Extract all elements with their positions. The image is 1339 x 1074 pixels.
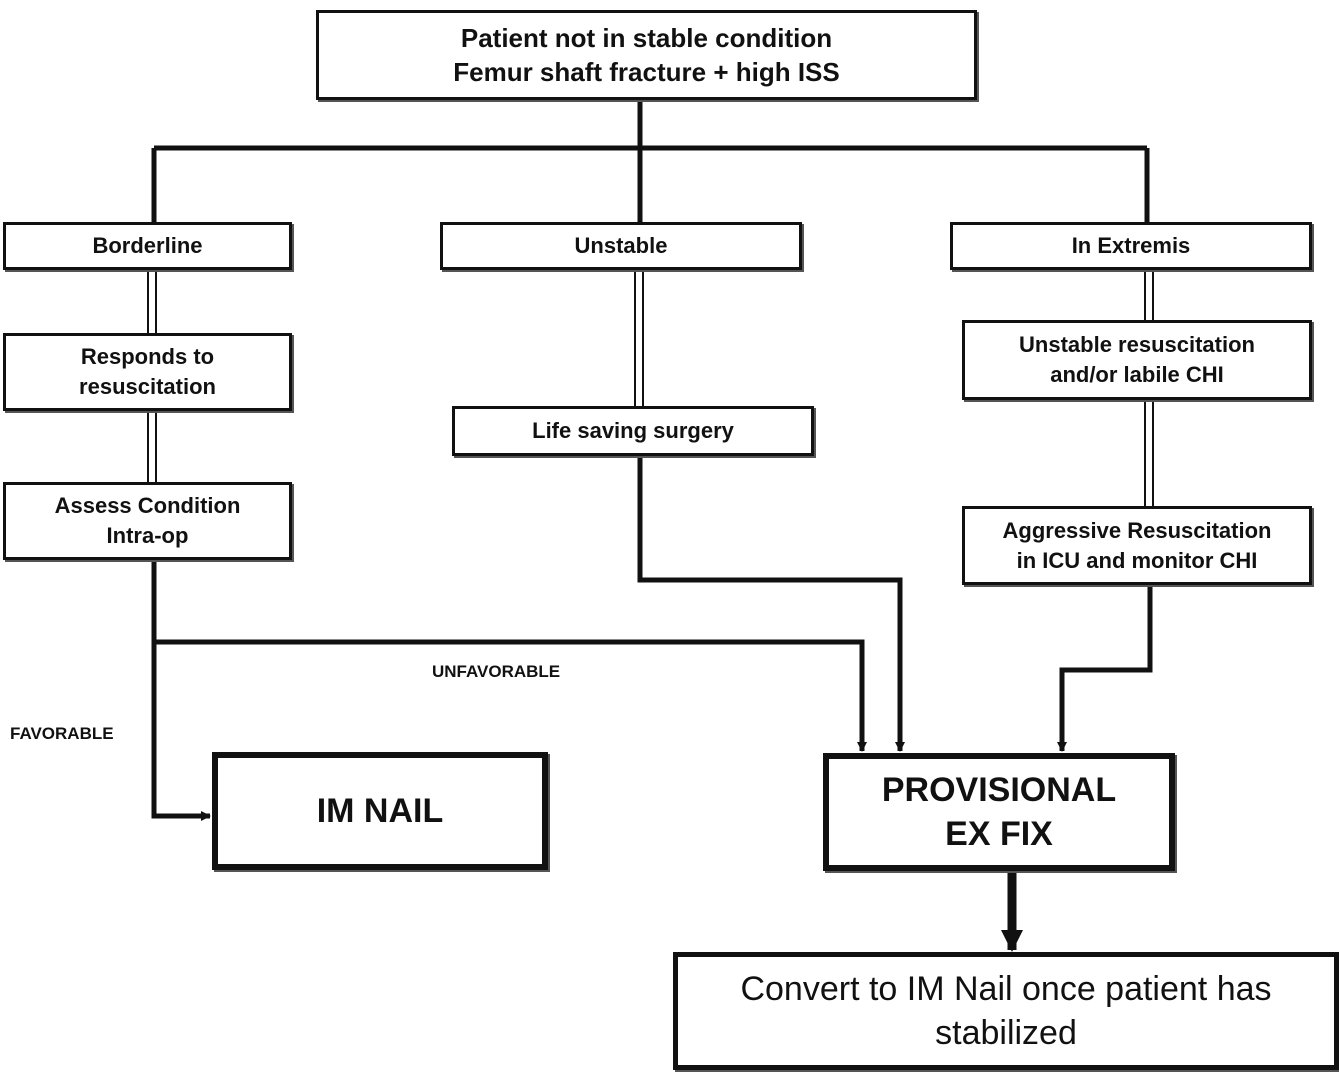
borderline-node: Borderline [3,222,292,270]
provisional-line-2: EX FIX [945,815,1053,853]
convert-node: Convert to IM Nail once patient has stab… [673,952,1339,1070]
root-line-1: Patient not in stable condition [460,23,833,53]
provisional-line-1: PROVISIONAL [881,771,1117,809]
assess-line-1: Assess Condition [54,493,241,518]
extremis-label: In Extremis [1071,233,1191,258]
assess-node: Assess Condition Intra-op [3,482,292,560]
convert-line-2: stabilized [935,1014,1077,1052]
life-saving-connector [637,456,905,752]
extremis-node: In Extremis [950,222,1312,270]
unfavorable-connector [154,639,867,752]
top-connector [151,100,1150,222]
aggressive-line-2: in ICU and monitor CHI [1016,547,1258,573]
favorable-label: FAVORABLE [10,724,114,743]
borderline-label: Borderline [92,233,203,258]
favorable-connector [151,560,211,821]
aggressive-connector [1057,585,1153,752]
responds-line-1: Responds to [80,344,215,369]
unstable-node: Unstable [440,222,802,270]
convert-line-1: Convert to IM Nail once patient has [740,970,1272,1008]
unstable-resus-line-2: and/or labile CHI [1050,362,1224,387]
double-connectors [147,270,1154,506]
unstable-resus-node: Unstable resuscitation and/or labile CHI [962,320,1312,400]
aggressive-line-1: Aggressive Resuscitation [1002,517,1272,543]
life-saving-node: Life saving surgery [452,406,814,456]
assess-line-2: Intra-op [106,523,189,548]
unfavorable-label: UNFAVORABLE [432,662,561,681]
responds-node: Responds to resuscitation [3,333,292,411]
responds-line-2: resuscitation [79,374,216,399]
root-line-2: Femur shaft fracture + high ISS [453,57,840,87]
unstable-label: Unstable [574,233,668,258]
unstable-resus-line-1: Unstable resuscitation [1019,332,1255,357]
im-nail-label: IM NAIL [316,792,444,830]
life-saving-label: Life saving surgery [532,418,734,443]
provisional-ex-fix-node: PROVISIONAL EX FIX [823,753,1175,871]
aggressive-node: Aggressive Resuscitation in ICU and moni… [962,506,1312,585]
im-nail-node: IM NAIL [212,752,548,870]
root-node: Patient not in stable condition Femur sh… [316,10,977,100]
